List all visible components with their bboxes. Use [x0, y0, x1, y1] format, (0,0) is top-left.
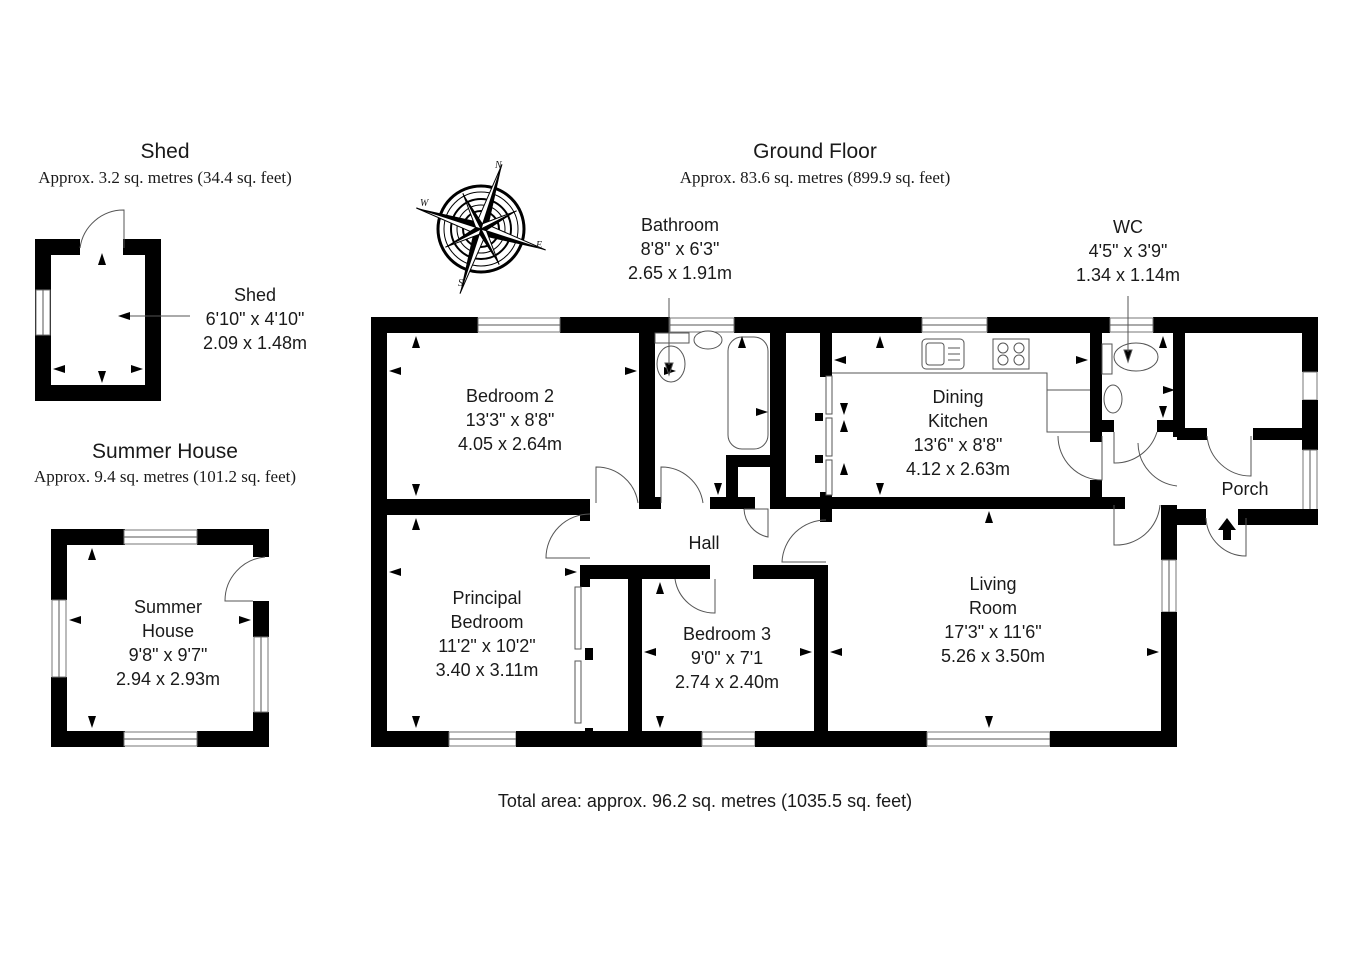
- room-label-dining-kitchen: Dining Kitchen 13'6" x 8'8" 4.12 x 2.63m: [888, 385, 1028, 481]
- shed-area: Approx. 3.2 sq. metres (34.4 sq. feet): [38, 168, 292, 187]
- shed-plan: [35, 209, 190, 401]
- room-imperial: 4'5" x 3'9": [1088, 241, 1168, 261]
- compass-rose-icon: [416, 164, 546, 294]
- room-name: Bedroom 2: [465, 386, 555, 406]
- room-imperial: 17'3" x 11'6": [944, 622, 1042, 642]
- room-name-line1: Summer: [133, 597, 202, 617]
- room-imperial: 13'3" x 8'8": [465, 410, 555, 430]
- room-metric: 1.34 x 1.14m: [1075, 265, 1181, 285]
- summer-house-plan: [51, 529, 269, 747]
- shed-title: Shed: [140, 140, 190, 163]
- room-label-hall: Hall: [688, 533, 720, 553]
- room-label-shed: Shed 6'10" x 4'10" 2.09 x 1.48m: [190, 283, 320, 355]
- room-name-line1: Principal: [452, 588, 522, 608]
- room-label-principal-bedroom: Principal Bedroom 11'2" x 10'2" 3.40 x 3…: [412, 586, 562, 682]
- total-area: Total area: approx. 96.2 sq. metres (103…: [497, 791, 913, 811]
- ground-floor-area: Approx. 83.6 sq. metres (899.9 sq. feet): [679, 168, 951, 187]
- room-name: Bathroom: [640, 215, 720, 235]
- room-metric: 4.05 x 2.64m: [457, 434, 563, 454]
- room-label-bedroom-2: Bedroom 2 13'3" x 8'8" 4.05 x 2.64m: [440, 384, 580, 456]
- room-name: Shed: [233, 285, 277, 305]
- room-metric: 5.26 x 3.50m: [940, 646, 1046, 666]
- room-name-line2: Bedroom: [450, 612, 524, 632]
- room-label-bedroom-3: Bedroom 3 9'0" x 7'1 2.74 x 2.40m: [657, 622, 797, 694]
- room-imperial: 9'8" x 9'7": [128, 645, 208, 665]
- room-metric: 2.74 x 2.40m: [674, 672, 780, 692]
- room-label-living-room: Living Room 17'3" x 11'6" 5.26 x 3.50m: [918, 572, 1068, 668]
- ground-floor-title: Ground Floor: [753, 140, 877, 163]
- room-label-porch: Porch: [1221, 479, 1269, 499]
- room-name-line2: House: [141, 621, 195, 641]
- room-name-line1: Living: [969, 574, 1017, 594]
- room-imperial: 11'2" x 10'2": [438, 636, 536, 656]
- compass-west-label: W: [420, 198, 429, 209]
- room-imperial: 9'0" x 7'1: [690, 648, 764, 668]
- room-name: Bedroom 3: [682, 624, 772, 644]
- room-label-bathroom: Bathroom 8'8" x 6'3" 2.65 x 1.91m: [600, 213, 760, 285]
- room-name-line2: Kitchen: [927, 411, 989, 431]
- ground-floor-plan: [371, 296, 1318, 747]
- summer-house-area: Approx. 9.4 sq. metres (101.2 sq. feet): [33, 467, 297, 486]
- compass-east-label: E: [536, 240, 543, 251]
- room-label-wc: WC 4'5" x 3'9" 1.34 x 1.14m: [1058, 215, 1198, 287]
- room-imperial: 13'6" x 8'8": [913, 435, 1003, 455]
- room-metric: 3.40 x 3.11m: [435, 660, 539, 680]
- room-name: WC: [1113, 217, 1143, 237]
- summer-house-title: Summer House: [92, 440, 238, 463]
- room-metric: 2.94 x 2.93m: [115, 669, 221, 689]
- room-metric: 2.65 x 1.91m: [627, 263, 733, 283]
- compass-south-label: S: [458, 278, 463, 289]
- room-metric: 4.12 x 2.63m: [905, 459, 1011, 479]
- room-imperial: 8'8" x 6'3": [640, 239, 720, 259]
- room-label-summer-house: Summer House 9'8" x 9'7" 2.94 x 2.93m: [98, 595, 238, 691]
- room-metric: 2.09 x 1.48m: [202, 333, 308, 353]
- room-imperial: 6'10" x 4'10": [205, 309, 305, 329]
- room-name-line2: Room: [968, 598, 1017, 618]
- compass-north-label: N: [495, 160, 502, 171]
- room-name-line1: Dining: [932, 387, 984, 407]
